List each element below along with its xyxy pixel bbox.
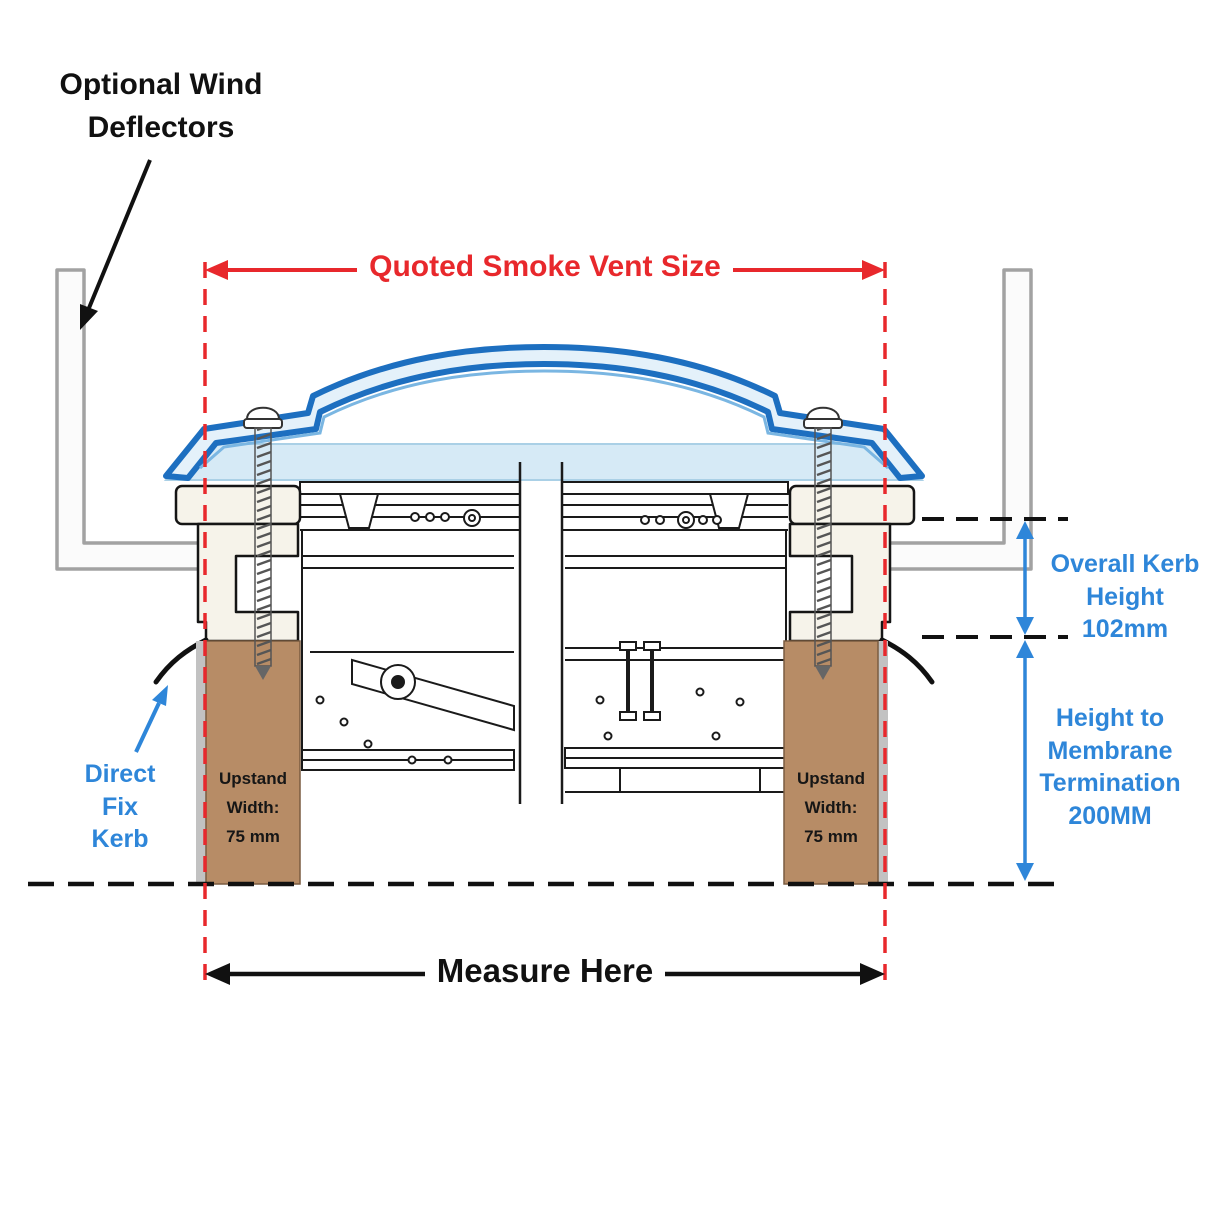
upstand-right-line2: Width:	[804, 798, 858, 818]
measure-here-label: Measure Here	[205, 952, 885, 990]
kerb-height-line1: Overall Kerb	[1050, 550, 1200, 578]
wind-deflectors-label: Optional Wind Deflectors	[28, 64, 294, 149]
membrane-height-label: Height to Membrane Termination 200MM	[1032, 702, 1188, 832]
upstand-left-line3: 75 mm	[226, 827, 280, 847]
membrane-flashing-right	[879, 637, 935, 685]
quoted-size-label: Quoted Smoke Vent Size	[205, 250, 885, 284]
direct-fix-pointer-arrow	[134, 685, 168, 753]
upstand-width-label-right: Upstand Width: 75 mm	[785, 764, 877, 852]
membrane-height-line4: 200MM	[1068, 801, 1152, 830]
direct-fix-kerb-line2: Fix	[101, 792, 139, 821]
upstand-left-line2: Width:	[226, 798, 280, 818]
direct-fix-kerb-label: Direct Fix Kerb	[68, 758, 172, 856]
membrane-height-arrow	[1016, 640, 1034, 881]
vent-mechanism	[301, 530, 787, 793]
glazing-base	[163, 443, 925, 481]
kerb-height-label: Overall Kerb Height 102mm	[1040, 548, 1210, 646]
upstand-right-shape	[783, 640, 888, 885]
dome-shell	[163, 344, 925, 481]
kerb-height-arrow	[1016, 521, 1034, 635]
upstand-width-label-left: Upstand Width: 75 mm	[207, 764, 299, 852]
direct-fix-kerb-line1: Direct	[84, 760, 156, 788]
direct-fix-kerb-line3: Kerb	[91, 825, 149, 853]
wind-deflectors-label-line2: Deflectors	[87, 110, 235, 144]
measure-here-label-text: Measure Here	[424, 952, 666, 990]
wind-deflector-pointer-arrow	[80, 159, 152, 330]
membrane-height-line2: Membrane	[1047, 736, 1173, 765]
wind-deflectors-label-line1: Optional Wind	[59, 68, 263, 101]
upstand-right-line1: Upstand	[797, 769, 865, 788]
fixing-screw-left	[243, 406, 283, 680]
membrane-height-line1: Height to	[1055, 704, 1165, 732]
section-break	[518, 462, 564, 804]
datum-lines	[28, 517, 1068, 887]
membrane-height-line3: Termination	[1039, 769, 1181, 797]
upstand-right-line3: 75 mm	[804, 827, 858, 847]
upstand-left-line1: Upstand	[219, 769, 287, 788]
quoted-size-label-text: Quoted Smoke Vent Size	[357, 250, 733, 284]
dome-inner-line	[199, 369, 889, 470]
kerb-height-line2: Height 102mm	[1081, 582, 1169, 644]
vent-size-guides	[203, 262, 887, 988]
fixing-screw-right	[803, 406, 843, 680]
